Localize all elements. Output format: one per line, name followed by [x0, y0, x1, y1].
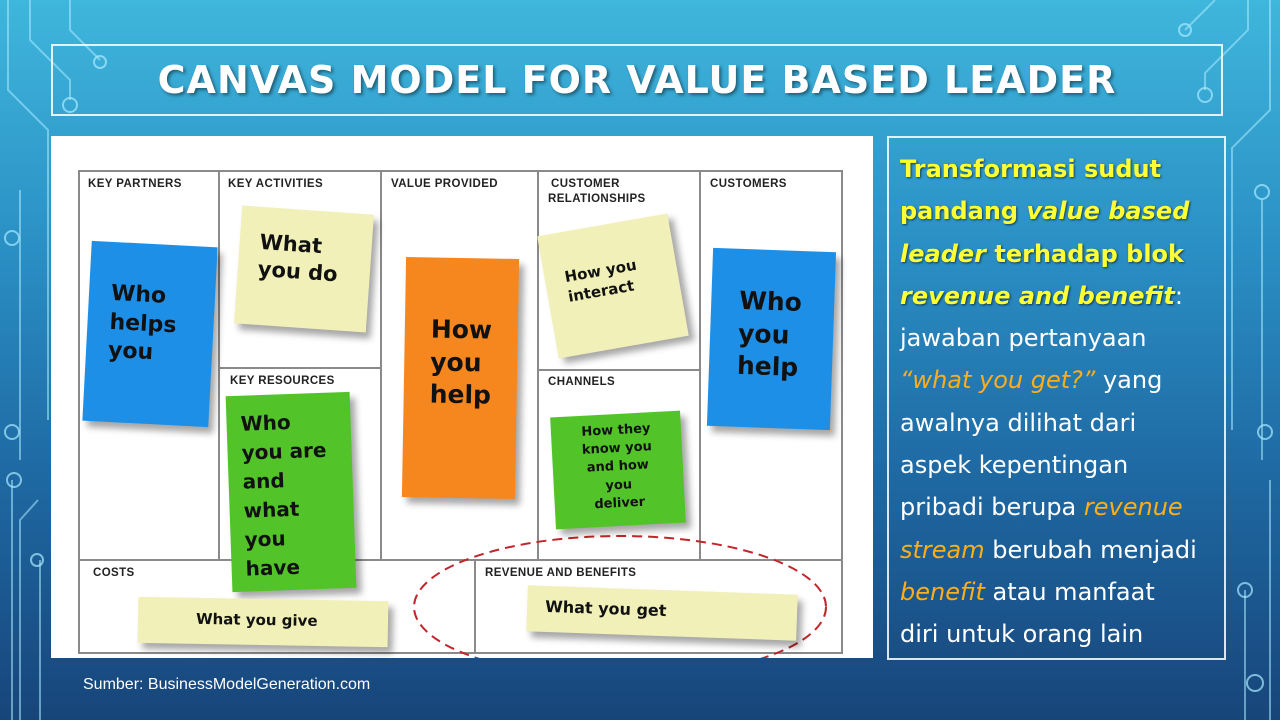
- note-how-you-interact: How you interact: [537, 213, 689, 359]
- block-label-costs: COSTS: [93, 567, 135, 579]
- panel-text-line: atau manfaat: [984, 577, 1155, 606]
- block-label-value-provided: VALUE PROVIDED: [391, 178, 498, 190]
- explanation-panel: Transformasi sudut pandang value based l…: [887, 136, 1226, 660]
- panel-text-line: jawaban pertanyaan: [900, 324, 1147, 353]
- panel-text-line: pandang: [900, 197, 1027, 226]
- panel-text-line: diri untuk orang lain: [900, 620, 1144, 649]
- block-label-key-activities: KEY ACTIVITIES: [228, 178, 324, 190]
- note-who-you-help: Who you help: [706, 247, 837, 431]
- block-label-channels: CHANNELS: [548, 376, 616, 388]
- note-what-you-get: What you get: [526, 585, 798, 641]
- slide-title: CANVAS MODEL FOR VALUE BASED LEADER: [157, 58, 1117, 102]
- block-label-customer-relationships-2: RELATIONSHIPS: [548, 193, 646, 205]
- block-label-key-partners: KEY PARTNERS: [88, 178, 182, 190]
- block-label-key-resources: KEY RESOURCES: [230, 375, 335, 387]
- panel-text-emphasis: leader: [900, 239, 986, 268]
- panel-text-line: :: [1174, 281, 1183, 310]
- note-who-helps-you: Who helps you: [82, 240, 218, 428]
- panel-text-emphasis: “what you get?”: [900, 366, 1096, 395]
- panel-text-line: terhadap blok: [986, 239, 1184, 268]
- block-label-customer-relationships-1: CUSTOMER: [551, 178, 620, 190]
- panel-text-line: berubah menjadi: [984, 535, 1197, 564]
- block-label-customers: CUSTOMERS: [710, 178, 787, 190]
- note-how-they-know: How they know you and how you deliver: [550, 410, 686, 530]
- panel-text-emphasis: revenue and benefit: [900, 281, 1175, 310]
- note-who-you-are: Who you are and what you have: [225, 391, 357, 593]
- panel-text-line: awalnya dilihat dari: [900, 408, 1137, 437]
- panel-text-emphasis: value based: [1026, 197, 1190, 226]
- block-label-revenue-and-benefits: REVENUE AND BENEFITS: [485, 567, 637, 579]
- panel-text-line: pribadi berupa: [900, 493, 1084, 522]
- panel-text-line: aspek kepentingan: [900, 451, 1129, 480]
- panel-text-emphasis: revenue: [1083, 493, 1183, 522]
- highlight-ellipse: [413, 535, 827, 658]
- panel-text-emphasis: benefit: [900, 577, 985, 606]
- note-what-you-do: What you do: [234, 205, 374, 333]
- title-frame: CANVAS MODEL FOR VALUE BASED LEADER: [51, 44, 1223, 116]
- note-what-you-give: What you give: [137, 596, 389, 648]
- panel-text-line: yang: [1095, 366, 1163, 395]
- panel-text-emphasis: stream: [900, 535, 985, 564]
- source-citation: Sumber: BusinessModelGeneration.com: [83, 676, 371, 693]
- note-how-you-help: How you help: [401, 257, 520, 499]
- business-model-canvas: KEY PARTNERS KEY ACTIVITIES VALUE PROVID…: [51, 136, 873, 658]
- panel-text-line: Transformasi sudut: [900, 155, 1162, 183]
